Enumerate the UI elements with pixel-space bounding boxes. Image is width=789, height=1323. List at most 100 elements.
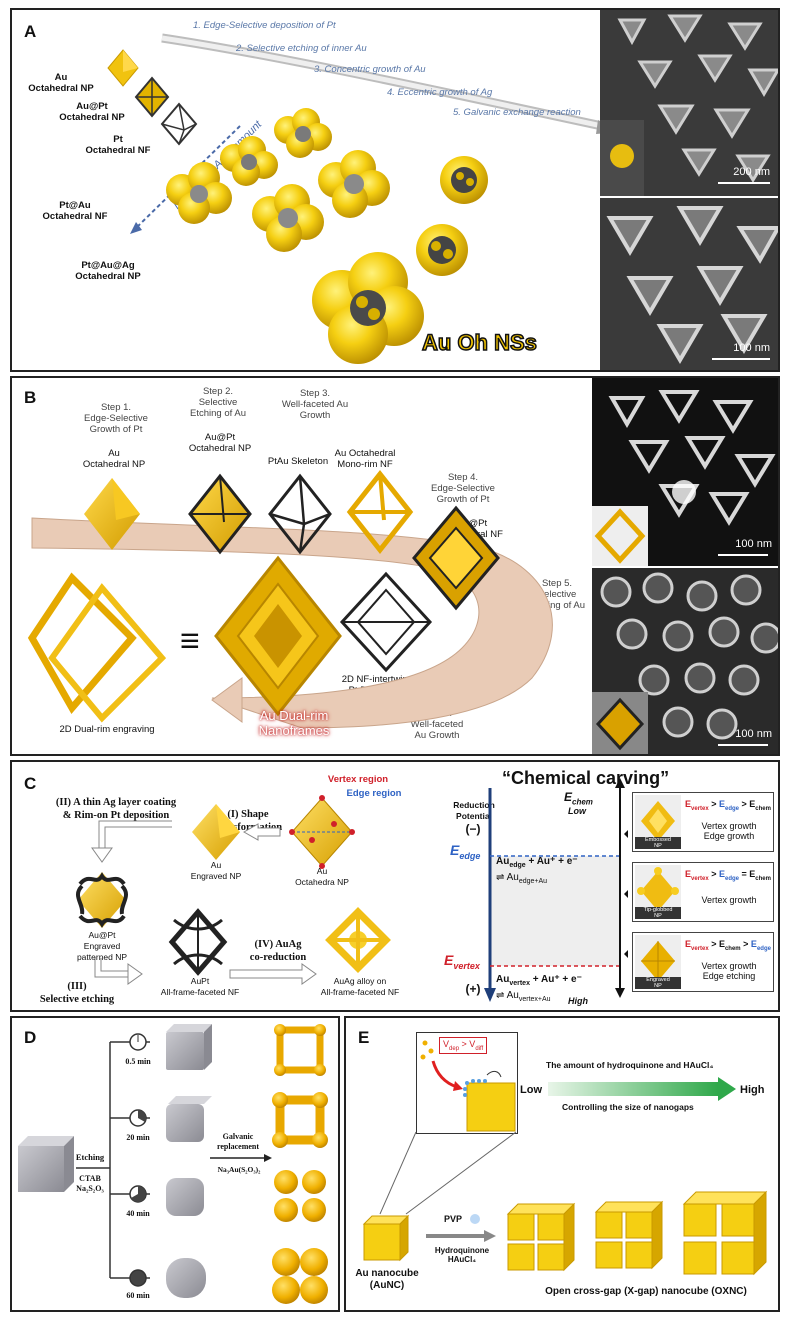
vertex-eq-rest: + Au⁺ + e⁻	[530, 974, 582, 985]
blob-5	[318, 150, 390, 218]
label-aupt-octahedral-np: Au@Pt Octahedral NP	[52, 101, 132, 123]
oxnc-2	[596, 1202, 662, 1268]
e-chem-e: E	[564, 790, 572, 804]
label-ptauag-octahedral-np: Pt@Au@Ag Octahedral NP	[60, 260, 156, 282]
panel-e: E Vdep > Vdiff The amount of hydroquinon…	[344, 1016, 780, 1312]
au-oh-nanostructures	[172, 110, 592, 350]
label-ptau-octahedral-nf: Pt@Au Octahedral NF	[32, 200, 118, 222]
panel-b: B Step 1. Edge-Selective Growth of Pt St…	[10, 376, 780, 756]
cube-60	[166, 1258, 206, 1298]
c-aupt-frame	[172, 912, 224, 972]
au-engraved-np-label: Au Engraved NP	[180, 860, 252, 882]
reaction-arrow	[426, 1230, 496, 1242]
row-engraved-np: Engraved NP	[635, 977, 681, 989]
e-vertex-e: E	[444, 952, 453, 968]
oxnc-1	[508, 1204, 574, 1270]
edge-eq-au-sub: edge	[509, 862, 525, 869]
sem-inset-b-bottom	[592, 692, 648, 756]
e-chem-label: Echem	[564, 790, 593, 806]
time-40: 40 min	[118, 1208, 158, 1219]
auag-alloy-label: AuAg alloy on All-frame-faceted NF	[312, 976, 408, 998]
row-engraved-image: Engraved NP	[635, 935, 681, 989]
panel-d: D	[10, 1016, 340, 1312]
blob-6	[440, 156, 488, 204]
edge-eq2-sub: edge+Au	[519, 878, 547, 885]
row-tipglobbed-image: Tip-globbed NP	[635, 865, 681, 919]
e-vertex-label: Evertex	[444, 952, 480, 971]
time-60: 60 min	[118, 1290, 158, 1301]
time-20: 20 min	[118, 1132, 158, 1143]
b-pt-dualrim	[342, 574, 430, 670]
edge-eq-rest: + Au⁺ + e⁻	[526, 856, 578, 867]
low-label-e: Low	[520, 1084, 542, 1096]
gradient-arrow	[548, 1082, 718, 1096]
c-au-engraved	[192, 804, 240, 860]
cube-05	[166, 1024, 212, 1070]
row-embossed-image: Embossed NP	[635, 795, 681, 849]
edge-equation: Auedge + Au⁺ + e⁻ ⇌ Auedge+Au	[496, 856, 578, 888]
blob-8	[312, 252, 424, 364]
clock-60-icon	[130, 1270, 146, 1286]
vertex-eq2-sub: vertex+Au	[519, 996, 551, 1003]
panel-c-scheme	[12, 762, 432, 1002]
low-label: Low	[568, 806, 586, 816]
vertex-eq-au-sub: vertex	[509, 980, 530, 987]
panel-e-label: E	[358, 1028, 369, 1048]
scalebar-a-bottom	[712, 358, 770, 360]
sem-image-a-bottom: 100 nm	[600, 198, 780, 372]
equiv-sign: ≡	[180, 622, 200, 661]
clock-40-icon	[130, 1186, 146, 1202]
e-edge-label: Eedge	[450, 842, 480, 861]
vertex-eq2-au: ⇌ Au	[496, 990, 519, 1001]
oxnc-cubes	[504, 1178, 774, 1288]
gold-frame-1	[274, 1024, 326, 1076]
high-label-e: High	[740, 1084, 764, 1096]
vertex-equation: Auvertex + Au⁺ + e⁻ ⇌ Auvertex+Au	[496, 974, 582, 1006]
row-tipglobbed-np: Tip-globbed NP	[635, 907, 681, 919]
edge-eq2-au: ⇌ Au	[496, 872, 519, 883]
e-edge-e: E	[450, 842, 459, 858]
gold-frame-3	[274, 1170, 326, 1222]
oxnc-3	[684, 1192, 766, 1274]
time-05: 0.5 min	[118, 1056, 158, 1067]
edge-equation-line2: ⇌ Auedge+Au	[496, 872, 578, 888]
step-label-4: 4. Eccentric growth of Ag	[387, 87, 492, 98]
blob-4	[252, 184, 324, 252]
b-dual-engraving	[32, 578, 162, 718]
edge-eq-au: Au	[496, 856, 509, 867]
row-embossed: Embossed NP Evertex > Eedge > Echem Vert…	[632, 792, 774, 852]
c-auag-alloy	[330, 912, 386, 968]
au-dualrim-title: Au Dual-rim Nanoframes	[244, 708, 344, 738]
etching-label: Etching	[72, 1152, 108, 1163]
aupt-all-frame-label: AuPt All-frame-faceted NF	[152, 976, 248, 998]
pvp-icon	[468, 1212, 482, 1226]
vertex-equation-line2: ⇌ Auvertex+Au	[496, 990, 582, 1006]
step-label-3: 3. Concentric growth of Au	[314, 64, 426, 75]
au-octahedron-icon	[108, 50, 138, 86]
pvp-label: PVP	[444, 1214, 462, 1224]
scalebar-b-top	[718, 554, 768, 556]
row-tipglobbed-formula: Evertex > Eedge = Echem	[685, 869, 771, 882]
step-iv-label: (IV) AuAg co-reduction	[238, 938, 318, 964]
gradient-arrowhead	[718, 1077, 738, 1101]
e-vertex-sub: vertex	[453, 961, 480, 971]
blob-7	[416, 224, 468, 276]
step-label-1: 1. Edge-Selective deposition of Pt	[193, 20, 336, 31]
gold-frame-2	[272, 1092, 328, 1148]
au-oh-nss-title: Au Oh NSs	[422, 330, 537, 356]
clock-20-icon	[130, 1110, 146, 1126]
gold-frame-4	[272, 1248, 328, 1304]
scalebar-a-top	[718, 182, 770, 184]
amount-label: The amount of hydroquinone and HAuCl₄	[546, 1060, 713, 1070]
scale-label-b-bottom: 100 nm	[702, 728, 772, 740]
step-label-2: 2. Selective etching of inner Au	[236, 43, 367, 54]
aupt-engraved-label: Au@Pt Engraved patterned NP	[64, 930, 140, 963]
edge-equation-line1: Auedge + Au⁺ + e⁻	[496, 856, 578, 872]
clock-05-icon	[130, 1034, 146, 1050]
aunc-label: Au nanocube (AuNC)	[350, 1268, 424, 1292]
panel-a-label: A	[24, 22, 36, 42]
row-embossed-formula: Evertex > Eedge > Echem	[685, 799, 771, 812]
sem-inset-b-top	[592, 506, 648, 566]
row-tipglobbed-growth: Vertex growth	[685, 895, 773, 905]
row-engraved-growth: Vertex growth Edge etching	[685, 961, 773, 981]
